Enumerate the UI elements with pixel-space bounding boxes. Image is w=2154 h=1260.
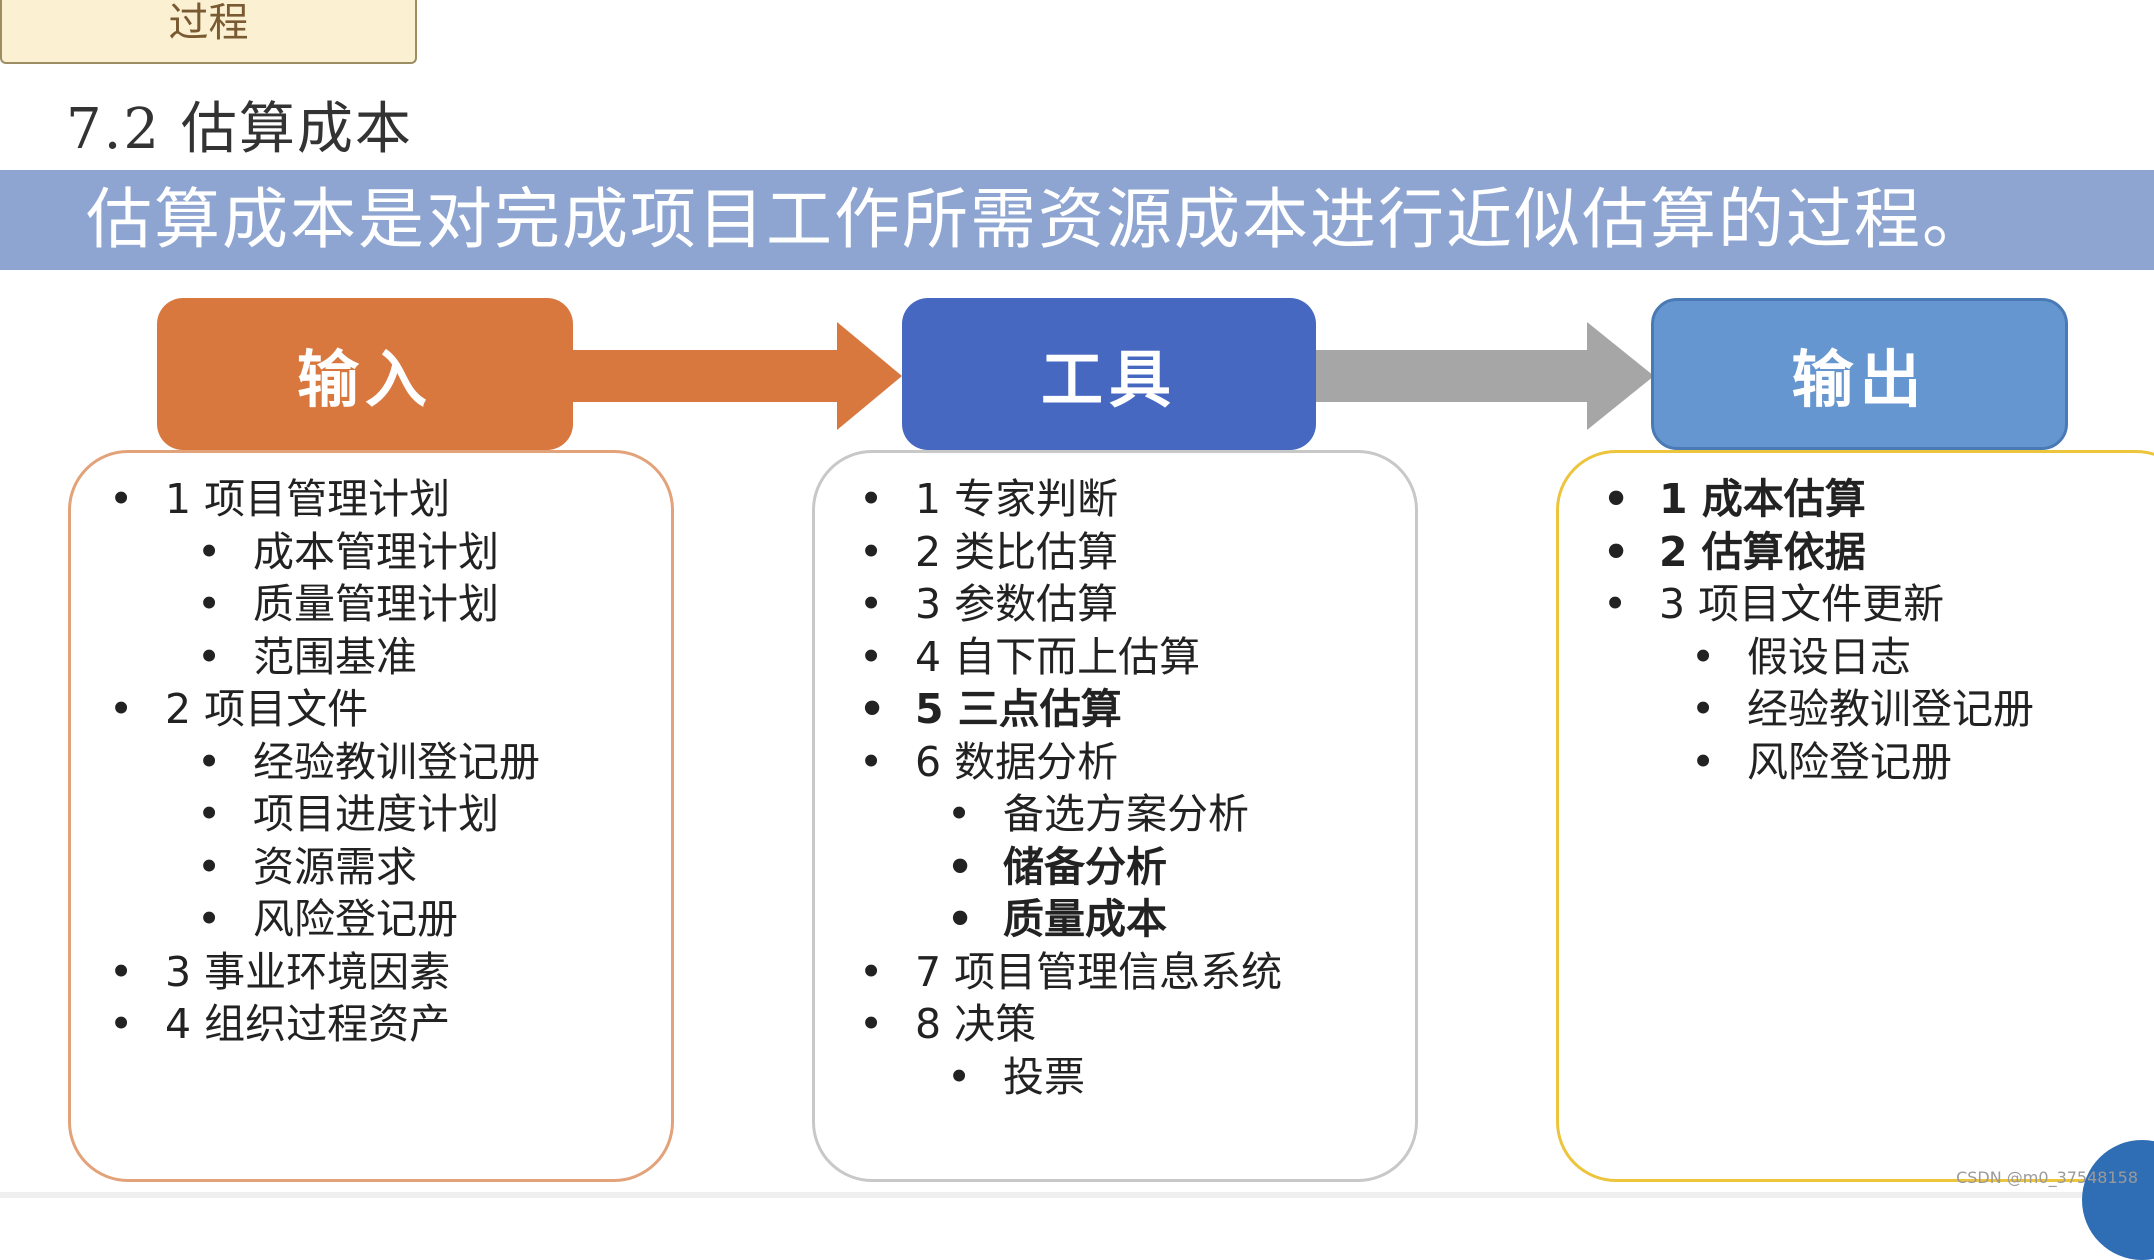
list-item: 成本管理计划 (81, 526, 671, 579)
list-item: 储备分析 (831, 841, 1415, 894)
list-item: 风险登记册 (81, 893, 671, 946)
output-list-box: 1 成本估算2 估算依据3 项目文件更新假设日志经验教训登记册风险登记册 (1556, 450, 2154, 1182)
tools-list-box: 1 专家判断2 类比估算3 参数估算4 自下而上估算5 三点估算6 数据分析备选… (812, 450, 1418, 1182)
list-item: 2 项目文件 (81, 683, 671, 736)
input-list: 1 项目管理计划成本管理计划质量管理计划范围基准2 项目文件经验教训登记册项目进… (81, 473, 671, 1051)
list-item: 3 参数估算 (831, 578, 1415, 631)
list-item: 经验教训登记册 (81, 736, 671, 789)
input-to-tools-arrow (560, 322, 902, 430)
list-item: 资源需求 (81, 841, 671, 894)
list-item: 质量管理计划 (81, 578, 671, 631)
list-item: 5 三点估算 (831, 683, 1415, 736)
list-item: 假设日志 (1575, 631, 2154, 684)
list-item: 2 类比估算 (831, 526, 1415, 579)
output-list: 1 成本估算2 估算依据3 项目文件更新假设日志经验教训登记册风险登记册 (1575, 473, 2154, 788)
list-item: 8 决策 (831, 998, 1415, 1051)
tools-header: 工具 (902, 298, 1316, 450)
list-item: 4 自下而上估算 (831, 631, 1415, 684)
list-item: 质量成本 (831, 893, 1415, 946)
input-header: 输入 (157, 298, 573, 450)
list-item: 4 组织过程资产 (81, 998, 671, 1051)
slide-bottom-edge (0, 1192, 2154, 1198)
list-item: 1 成本估算 (1575, 473, 2154, 526)
list-item: 投票 (831, 1051, 1415, 1104)
list-item: 3 事业环境因素 (81, 946, 671, 999)
list-item: 1 项目管理计划 (81, 473, 671, 526)
output-header: 输出 (1651, 298, 2068, 450)
tools-to-output-arrow (1310, 322, 1654, 430)
list-item: 备选方案分析 (831, 788, 1415, 841)
list-item: 范围基准 (81, 631, 671, 684)
list-item: 2 估算依据 (1575, 526, 2154, 579)
gray-arrow-shape (1310, 322, 1654, 430)
list-item: 7 项目管理信息系统 (831, 946, 1415, 999)
list-item: 3 项目文件更新 (1575, 578, 2154, 631)
list-item: 项目进度计划 (81, 788, 671, 841)
list-item: 1 专家判断 (831, 473, 1415, 526)
list-item: 经验教训登记册 (1575, 683, 2154, 736)
list-item: 风险登记册 (1575, 736, 2154, 789)
list-item: 6 数据分析 (831, 736, 1415, 789)
orange-arrow-shape (560, 322, 902, 430)
section-title: 7.2 估算成本 (66, 97, 413, 162)
definition-banner: 估算成本是对完成项目工作所需资源成本进行近似估算的过程。 (0, 170, 2154, 270)
tools-list: 1 专家判断2 类比估算3 参数估算4 自下而上估算5 三点估算6 数据分析备选… (831, 473, 1415, 1103)
process-tab: 过程 (0, 0, 417, 64)
input-list-box: 1 项目管理计划成本管理计划质量管理计划范围基准2 项目文件经验教训登记册项目进… (68, 450, 674, 1182)
definition-text: 估算成本是对完成项目工作所需资源成本进行近似估算的过程。 (86, 181, 1990, 258)
watermark: CSDN @m0_37548158 (1956, 1168, 2138, 1187)
